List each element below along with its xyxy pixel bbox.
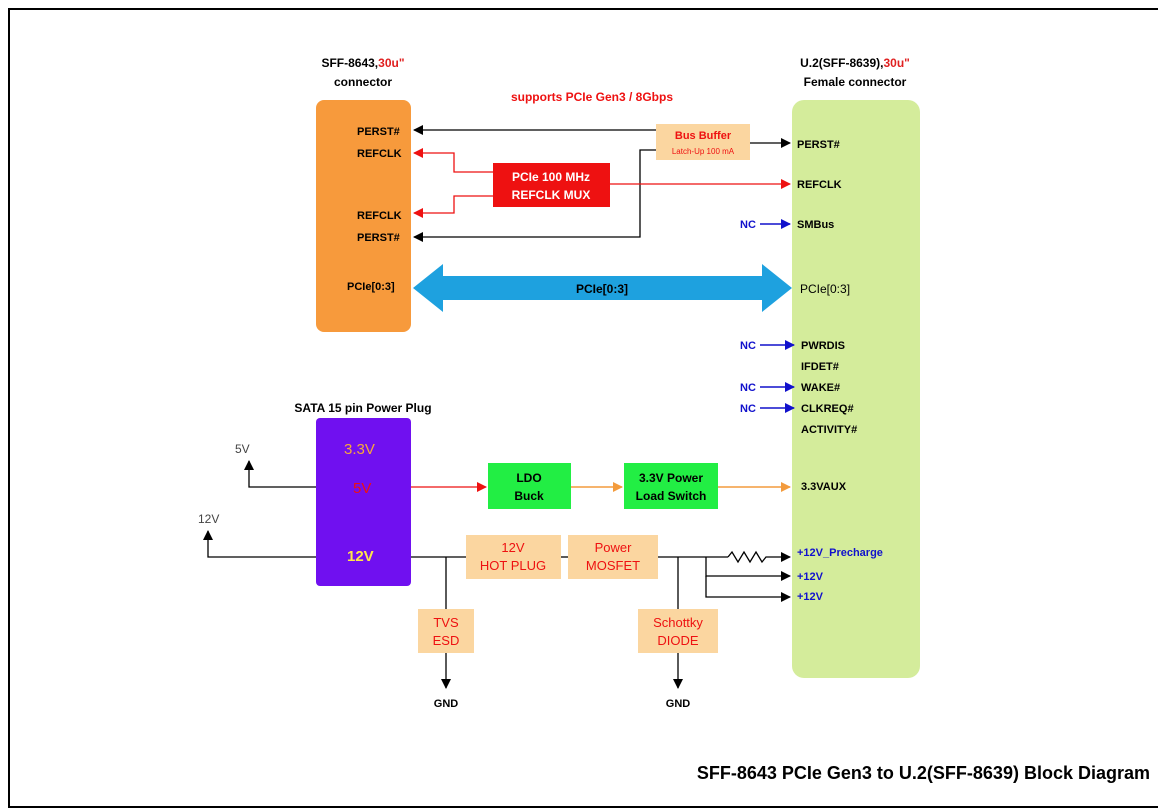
right-pin-clkreq: CLKREQ# xyxy=(801,403,854,415)
nc-smbus-label: NC xyxy=(740,219,756,231)
sff8643-header: SFF-8643,30u" xyxy=(321,56,404,70)
right-pin-12v-a: +12V xyxy=(797,571,824,583)
ldo-line1: LDO xyxy=(516,471,541,485)
right-pin-pcie: PCIe[0:3] xyxy=(800,282,850,296)
rail-5v-label: 5V xyxy=(235,442,250,456)
rail-12v-label: 12V xyxy=(198,512,219,526)
hot-plug-block xyxy=(466,535,561,579)
refclk-mux-block xyxy=(493,163,610,207)
load-switch-line1: 3.3V Power xyxy=(639,471,703,485)
hot-plug-line2: HOT PLUG xyxy=(480,558,546,573)
nc-pwrdis-label: NC xyxy=(740,340,756,352)
tvs-esd-block xyxy=(418,609,474,653)
schottky-line1: Schottky xyxy=(653,615,703,630)
power-mosfet-line1: Power xyxy=(595,540,633,555)
precharge-resistor xyxy=(727,550,791,564)
gnd-label-schottky: GND xyxy=(666,698,691,710)
refclk-line-top xyxy=(413,148,493,173)
ldo-buck-block xyxy=(488,463,571,509)
nc-wake-label: NC xyxy=(740,382,756,394)
right-pin-12v-precharge: +12V_Precharge xyxy=(797,547,883,559)
bus-buffer-sub: Latch-Up 100 mA xyxy=(672,147,735,156)
sff8643-subheader: connector xyxy=(334,75,392,89)
load-switch-block xyxy=(624,463,718,509)
refclk-mux-line2: REFCLK MUX xyxy=(512,188,591,202)
right-pin-activity: ACTIVITY# xyxy=(801,424,857,436)
left-pin-refclk-bottom: REFCLK xyxy=(357,210,402,222)
power-mosfet-line2: MOSFET xyxy=(586,558,640,573)
sata-3v3: 3.3V xyxy=(344,441,375,458)
bus-buffer-block xyxy=(656,124,750,160)
left-pin-perst-bottom: PERST# xyxy=(357,232,400,244)
left-pin-pcie: PCIe[0:3] xyxy=(347,281,395,293)
u2-connector xyxy=(792,100,920,678)
left-pin-perst-top: PERST# xyxy=(357,126,400,138)
tvs-line1: TVS xyxy=(433,615,459,630)
tvs-line2: ESD xyxy=(433,633,460,648)
sff8643-connector xyxy=(316,100,411,332)
rail-12v-branch xyxy=(203,530,316,558)
pcie-bus-arrow xyxy=(413,264,792,312)
bus-buffer-title: Bus Buffer xyxy=(675,130,732,142)
ldo-line2: Buck xyxy=(514,489,544,503)
refclk-line-bottom xyxy=(413,195,493,218)
right-pin-12v-b: +12V xyxy=(797,591,824,603)
nc-clkreq-label: NC xyxy=(740,403,756,415)
hot-plug-line1: 12V xyxy=(501,540,524,555)
refclk-mux-line1: PCIe 100 MHz xyxy=(512,170,590,184)
u2-header: U.2(SFF-8639),30u" xyxy=(800,56,910,70)
right-pin-wake: WAKE# xyxy=(801,382,840,394)
sata-power-plug xyxy=(316,418,411,586)
right-pin-ifdet: IFDET# xyxy=(801,361,839,373)
pcie-gen3-note: supports PCIe Gen3 / 8Gbps xyxy=(511,90,673,104)
right-pin-perst: PERST# xyxy=(797,139,840,151)
schottky-diode-block xyxy=(638,609,718,653)
pcie-bus-label: PCIe[0:3] xyxy=(576,282,628,296)
power-mosfet-block xyxy=(568,535,658,579)
left-pin-refclk-top: REFCLK xyxy=(357,148,402,160)
right-pin-3v3aux: 3.3VAUX xyxy=(801,481,847,493)
right-pin-pwrdis: PWRDIS xyxy=(801,340,845,352)
diagram-title: SFF-8643 PCIe Gen3 to U.2(SFF-8639) Bloc… xyxy=(697,763,1150,783)
sata-header: SATA 15 pin Power Plug xyxy=(294,401,431,415)
right-pin-refclk: REFCLK xyxy=(797,179,842,191)
sata-5v: 5V xyxy=(353,480,371,497)
gnd-label-tvs: GND xyxy=(434,698,459,710)
right-pin-smbus: SMBus xyxy=(797,219,834,231)
sata-12v: 12V xyxy=(347,548,374,565)
perst-line-bottom xyxy=(413,149,656,242)
u2-subheader: Female connector xyxy=(804,75,907,89)
load-switch-line2: Load Switch xyxy=(636,489,707,503)
rail-5v-branch xyxy=(244,460,316,488)
rail-12v-to-pin-b xyxy=(705,576,791,602)
schottky-line2: DIODE xyxy=(657,633,699,648)
